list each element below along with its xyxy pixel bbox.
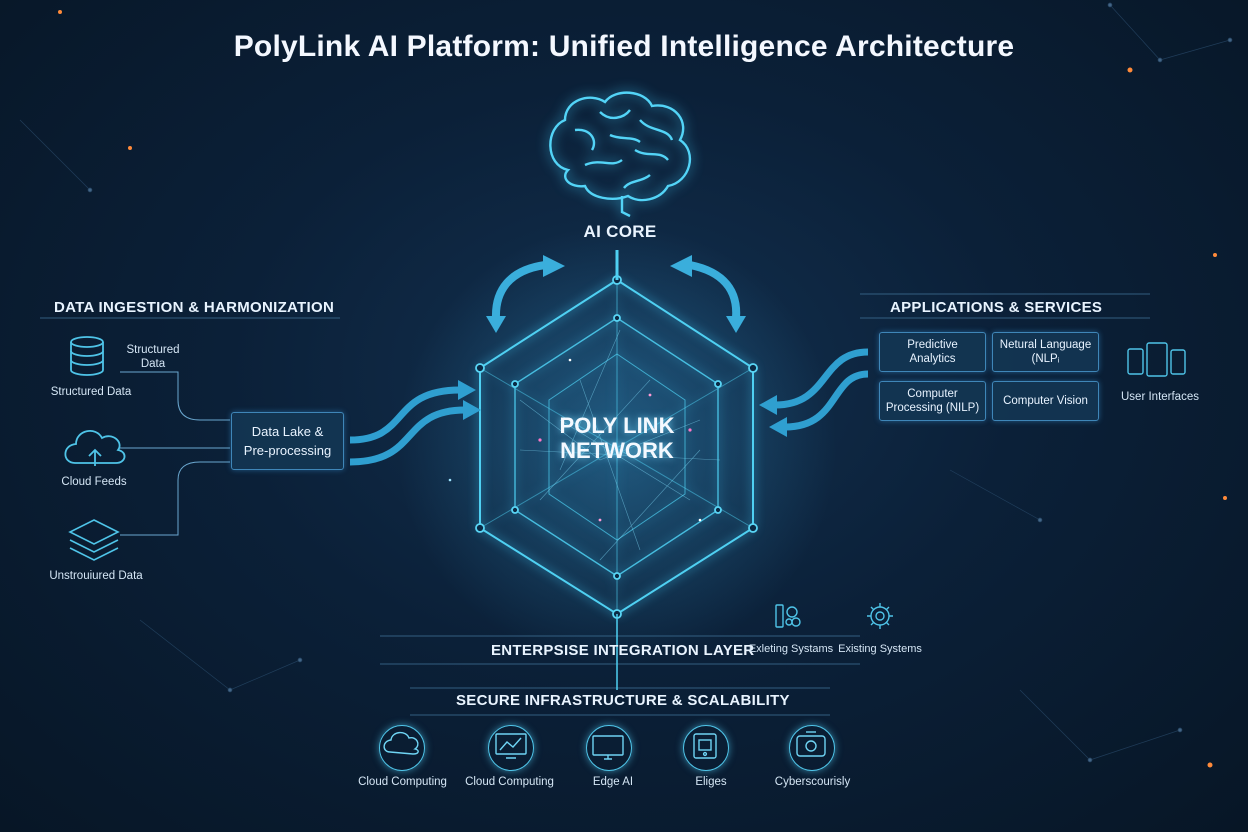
infra-ring-eliges — [683, 725, 729, 771]
nlp-line2: (NLPᵢ — [1031, 353, 1060, 365]
applications-heading: APPLICATIONS & SERVICES — [890, 299, 1103, 316]
existing-systems-label-2: Existing Systems — [838, 643, 922, 655]
network-label-line1: POLY LINK — [559, 413, 675, 438]
cloud-feeds-label: Cloud Feeds — [61, 476, 127, 488]
computer-processing-line2: Processing (NILP) — [885, 402, 980, 414]
infra-label-cloud-computing-2: Cloud Computing — [465, 776, 554, 788]
network-nodes — [475, 275, 758, 619]
data-lake-box: Data Lake & Pre-processing — [231, 412, 344, 470]
nlp-line1: Netural Language — [999, 339, 1092, 351]
infra-label-eliges: Eliges — [695, 776, 727, 788]
predictive-analytics-box: Predictive Analytics — [879, 332, 986, 372]
devices-icon — [1127, 342, 1186, 377]
left-inflow-arrows — [349, 386, 466, 466]
section-rules — [40, 293, 1150, 716]
gear-icon — [867, 603, 893, 629]
computer-vision-box: Computer Vision — [992, 381, 1099, 421]
background-constellation — [19, 2, 1233, 763]
predictive-line2: Analytics — [909, 353, 956, 365]
predictive-line1: Predictive — [907, 339, 958, 351]
data-lake-line1: Data Lake & — [251, 424, 324, 439]
ai-core-label: AI CORE — [583, 222, 657, 241]
user-interfaces-label: User Interfaces — [1121, 391, 1199, 403]
infra-ring-cloud-computing-2 — [488, 725, 534, 771]
integration-heading: ENTERPSISE INTEGRATION LAYER — [491, 642, 755, 659]
structured-data-callout: Structured Data — [126, 344, 180, 370]
infrastructure-heading: SECURE INFRASTRUCTURE & SCALABILITY — [456, 692, 790, 709]
computer-processing-line1: Computer — [907, 388, 958, 400]
existing-systems-label-1: Exleting Systams — [748, 643, 834, 655]
database-icon — [70, 336, 104, 376]
network-label-line2: NETWORK — [560, 438, 674, 463]
arrowheads-top — [486, 255, 746, 333]
infra-ring-edge-ai — [586, 725, 632, 771]
infra-ring-cybersecurity — [789, 725, 835, 771]
ingestion-connectors — [120, 371, 230, 536]
infra-label-edge-ai: Edge AI — [592, 776, 634, 788]
data-lake-line2: Pre-processing — [243, 443, 332, 458]
structured-data-label: Structured Data — [50, 386, 132, 398]
infra-label-cloud-computing: Cloud Computing — [358, 776, 447, 788]
unstructured-data-label: Unstrouiured Data — [49, 570, 143, 582]
existing-systems-icon — [775, 604, 801, 628]
brain-icon — [549, 91, 691, 218]
network-mesh — [519, 329, 721, 561]
computer-vision-label: Computer Vision — [1003, 395, 1088, 407]
cloud-icon — [64, 430, 126, 466]
layers-icon — [68, 519, 120, 561]
core-feedback-arrows — [491, 261, 741, 322]
ingestion-heading: DATA INGESTION & HARMONIZATION — [54, 299, 335, 316]
infra-ring-cloud-computing — [379, 725, 425, 771]
computer-processing-box: Computer Processing (NILP) — [879, 381, 986, 421]
nlp-box: Netural Language (NLPᵢ — [992, 332, 1099, 372]
page-title: PolyLink AI Platform: Unified Intelligen… — [233, 30, 1015, 63]
background-orange-sparks — [58, 10, 1227, 768]
right-inflow-arrows — [774, 348, 869, 431]
infra-label-cybersecurity: Cyberscourisly — [774, 776, 851, 788]
network-label: POLY LINK NETWORK — [517, 413, 717, 463]
